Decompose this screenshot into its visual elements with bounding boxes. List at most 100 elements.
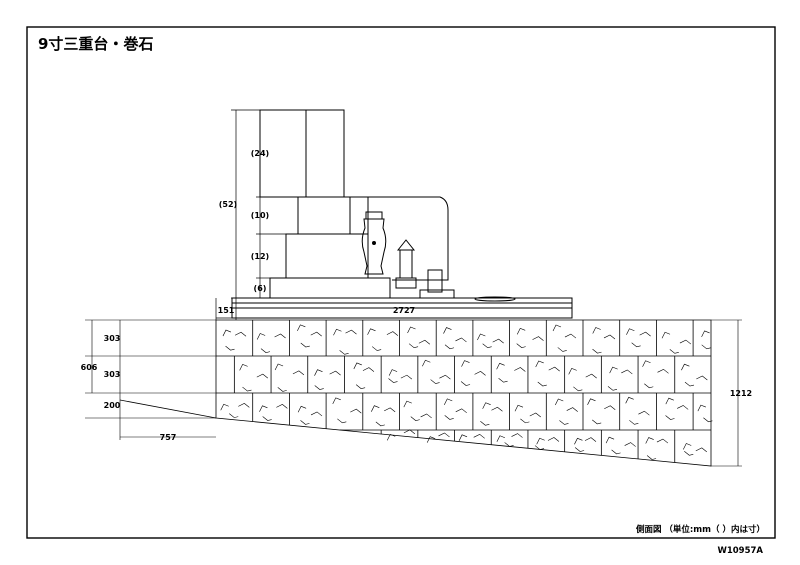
stone-texture: [592, 348, 602, 354]
dim-tier-3: (6): [254, 284, 267, 293]
monument-dimensions: [231, 109, 298, 299]
wall-dimensions: [85, 319, 742, 467]
stone-texture: [536, 437, 545, 445]
stone-texture: [480, 421, 490, 426]
stone-texture: [222, 329, 232, 337]
width-dimensions: [215, 298, 572, 320]
stone-texture: [559, 420, 569, 425]
stone-texture: [532, 336, 544, 341]
stone-texture: [477, 333, 486, 341]
stone-texture: [239, 363, 248, 371]
dim-course-middle: 303: [104, 370, 121, 379]
offering-tray: [419, 289, 455, 299]
tier-3: [269, 277, 391, 299]
stone-texture: [458, 434, 468, 441]
stone-texture: [473, 433, 485, 439]
stone-texture: [444, 415, 454, 420]
stone-texture: [657, 368, 669, 374]
stone-texture: [256, 333, 266, 340]
stone-texture: [621, 369, 633, 375]
stone-texture: [388, 378, 398, 383]
dim-wall-left-total: 606: [81, 363, 98, 372]
stone-texture: [229, 413, 239, 418]
stone-texture: [573, 386, 583, 392]
stone-texture: [367, 328, 376, 335]
tier-2: [285, 233, 369, 279]
stone-texture: [644, 383, 654, 389]
stone-texture: [460, 381, 471, 386]
dim-course-upper: 303: [104, 334, 121, 343]
monument: [231, 109, 573, 319]
stone-texture: [474, 371, 486, 376]
stone-texture: [333, 328, 342, 336]
stone-texture: [386, 434, 396, 441]
stone-texture: [410, 416, 420, 421]
stone-texture: [701, 330, 710, 338]
stone-texture: [260, 348, 271, 353]
stone-texture: [547, 437, 560, 442]
stone-texture: [626, 328, 635, 335]
stone-texture: [444, 344, 455, 350]
tier-1: [297, 196, 351, 235]
stone-texture: [511, 433, 523, 438]
stone-texture: [661, 331, 671, 339]
retaining-wall: [119, 319, 713, 467]
stone-texture: [292, 370, 305, 376]
stone-texture: [638, 410, 650, 416]
stone-texture: [684, 381, 695, 387]
stone-texture: [695, 447, 707, 453]
stone-texture: [274, 333, 286, 339]
stone-texture: [422, 359, 431, 367]
dim-base-width: 2727: [393, 306, 415, 315]
stone-texture: [656, 438, 669, 444]
dim-slope-offset: 757: [160, 433, 177, 442]
stone-texture: [355, 384, 366, 389]
stone-texture: [677, 405, 689, 410]
stone-texture: [371, 405, 380, 412]
stone-texture: [701, 344, 711, 350]
stone-texture: [585, 373, 597, 379]
vase-ornament: [361, 211, 387, 275]
stone-texture: [256, 373, 269, 379]
stone-texture: [624, 442, 636, 447]
stone-texture: [297, 324, 306, 331]
stone-texture: [310, 411, 323, 417]
stone-texture: [238, 403, 250, 408]
stone-texture: [403, 429, 416, 435]
stone-texture: [455, 408, 467, 414]
drawing-code: W10957A: [717, 546, 763, 556]
stone-texture: [276, 404, 288, 409]
stone-texture: [353, 362, 362, 370]
stone-texture: [492, 338, 504, 344]
dim-tier-2: (12): [251, 252, 269, 261]
stone-texture: [403, 400, 412, 408]
stone-texture: [548, 366, 560, 372]
stone-texture: [314, 369, 323, 376]
stone-texture: [609, 366, 618, 374]
stone-texture: [438, 432, 450, 438]
stone-texture: [520, 418, 530, 424]
stone-texture: [388, 369, 398, 376]
stone-texture: [639, 331, 651, 337]
stone-texture: [681, 363, 690, 371]
incense-holder: [395, 239, 417, 289]
stone-texture: [679, 339, 692, 345]
stone-texture: [555, 398, 564, 406]
top-stone: [305, 109, 345, 198]
stone-texture: [684, 451, 694, 456]
stone-texture: [566, 407, 578, 412]
stone-texture: [400, 374, 413, 380]
stone-texture: [625, 396, 634, 404]
stone-texture: [300, 342, 310, 348]
stone-texture: [584, 437, 597, 442]
stone-texture: [262, 416, 272, 421]
stone-texture: [516, 327, 526, 335]
stone-texture: [568, 368, 577, 375]
drawing-title: 9寸三重台・巻石: [38, 35, 153, 53]
stone-texture: [552, 324, 562, 332]
stone-texture: [516, 343, 526, 348]
drawing-border: [26, 26, 776, 539]
stone-texture: [329, 370, 341, 376]
caption: 側面図 （単位:mm（ ）内は寸）: [635, 524, 765, 535]
